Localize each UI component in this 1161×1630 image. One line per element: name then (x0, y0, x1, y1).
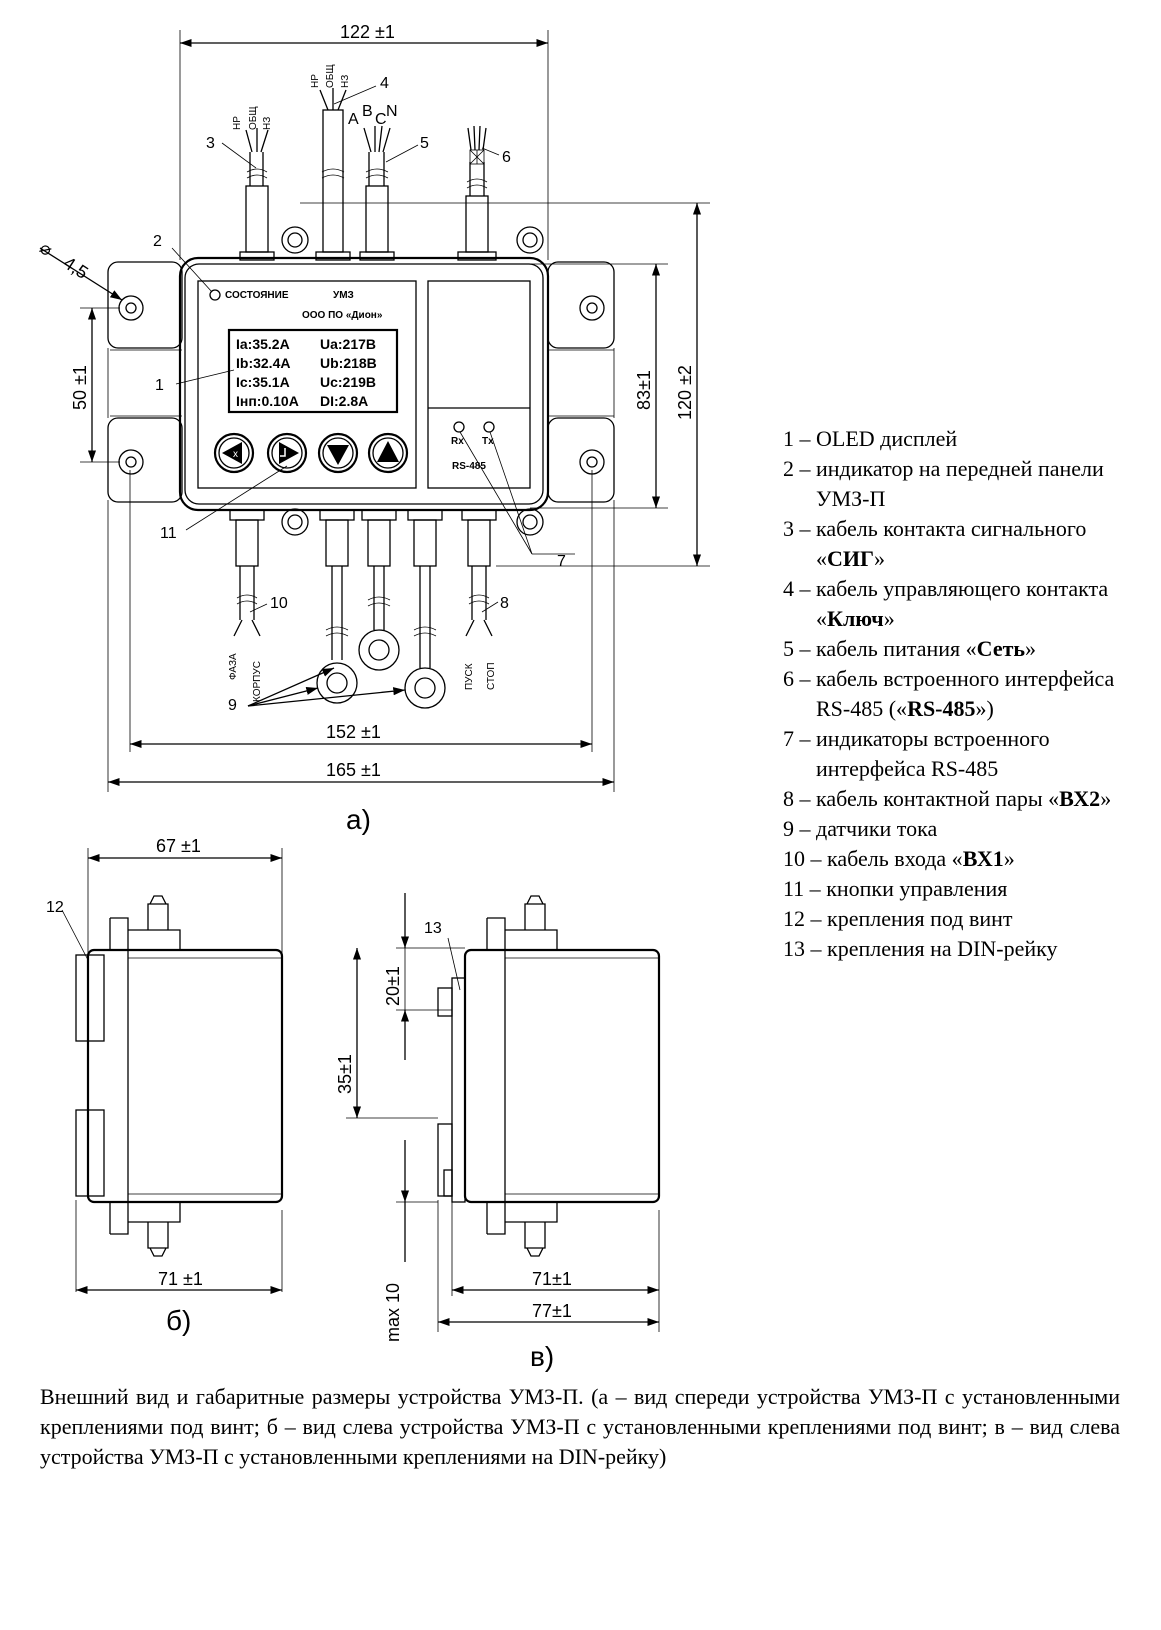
enter-button-icon (266, 432, 308, 474)
dim-din-35: 35±1 (335, 1054, 355, 1094)
wire-bx2-stop: СТОП (486, 662, 497, 690)
wire-power-b: B (362, 103, 373, 120)
callout-6: 6 (502, 149, 511, 166)
wire-sig-obsh: ОБЩ (248, 106, 259, 130)
cancel-button-icon: x (213, 432, 255, 474)
side-view-screw: 67 ±1 71 ±1 12 б) (46, 836, 284, 1336)
cable-10 (229, 509, 265, 637)
legend-item: 4 – кабель управляющего контакта «Ключ» (783, 576, 1109, 631)
display-line-4-right: DI:2.8A (320, 393, 368, 409)
display-line-1-left: Ia:35.2A (236, 336, 290, 352)
callout-13: 13 (424, 920, 442, 937)
wire-key-nz: НЗ (340, 75, 351, 88)
svg-text:x: x (233, 449, 238, 460)
cable-6 (457, 125, 497, 261)
cable-8 (461, 509, 497, 637)
down-button-icon (317, 432, 359, 474)
current-sensor (316, 662, 358, 704)
dim-depth-71-c: 71±1 (532, 1269, 572, 1289)
dim-din-max10: max 10 (383, 1283, 403, 1342)
legend-item: 3 – кабель контакта сигнального «СИГ» (783, 516, 1087, 571)
display-line-3-right: Uc:219B (320, 374, 376, 390)
legend-item: 7 – индикаторы встроенного интерфейса RS… (783, 726, 1050, 781)
status-led-icon (209, 289, 221, 301)
device-name: УМЗ (333, 290, 354, 301)
callout-4: 4 (380, 75, 389, 92)
current-sensor (358, 629, 400, 671)
view-label-c: в) (530, 1341, 554, 1372)
cable-sensor-3 (407, 509, 443, 668)
view-label-b: б) (166, 1305, 191, 1336)
dim-depth-77: 77±1 (532, 1301, 572, 1321)
tx-led-icon (483, 421, 495, 433)
callout-9: 9 (228, 697, 237, 714)
legend: 1 – OLED дисплей 2 – индикатор на передн… (783, 424, 1143, 964)
dim-din-20: 20±1 (383, 966, 403, 1006)
callout-7: 7 (557, 553, 566, 570)
rx-label: Rx (451, 436, 464, 447)
legend-item: 8 – кабель контактной пары «ВХ2» (783, 786, 1112, 811)
status-label: СОСТОЯНИЕ (225, 290, 289, 301)
legend-item: 13 – крепления на DIN-рейку (783, 936, 1058, 961)
legend-item: 5 – кабель питания «Сеть» (783, 636, 1037, 661)
callout-12: 12 (46, 899, 64, 916)
wire-key-nr: НР (310, 74, 321, 88)
mount-hole (118, 449, 144, 475)
wire-power-n: N (386, 103, 398, 120)
callout-3: 3 (206, 135, 215, 152)
wire-bx1-korpus: КОРПУС (252, 661, 263, 702)
legend-item: 9 – датчики тока (783, 816, 938, 841)
display-line-3-left: Ic:35.1A (236, 374, 290, 390)
up-button-icon (367, 432, 409, 474)
wire-power-a: A (348, 111, 359, 128)
tx-label: Tx (482, 436, 494, 447)
rs485-label: RS-485 (452, 461, 486, 472)
callout-8: 8 (500, 595, 509, 612)
figure-caption: Внешний вид и габаритные размеры устройс… (40, 1384, 1120, 1469)
display-line-1-right: Ua:217B (320, 336, 376, 352)
cable-4 (315, 88, 351, 261)
dim-width-152: 152 ±1 (326, 722, 381, 742)
dim-width-top: 122 ±1 (340, 22, 395, 42)
dim-depth-67: 67 ±1 (156, 836, 201, 856)
current-sensor (404, 667, 446, 709)
wire-power-c: C (375, 111, 387, 128)
wire-bx1-faza: ФАЗА (228, 653, 239, 680)
display-line-2-right: Ub:218B (320, 355, 377, 371)
mount-hole (118, 295, 144, 321)
callout-11: 11 (160, 525, 177, 542)
callout-10: 10 (270, 595, 288, 612)
display-line-4-left: Iнп:0.10A (236, 393, 299, 409)
side-view-din: 20±1 35±1 max 10 71±1 77±1 13 в) (335, 893, 661, 1372)
dim-depth-71-b: 71 ±1 (158, 1269, 203, 1289)
cable-sensor-2 (361, 509, 397, 630)
callout-2: 2 (153, 233, 162, 250)
wire-bx2-pusk: ПУСК (464, 663, 475, 690)
dim-mount-spacing: 50 ±1 (70, 365, 90, 410)
rx-led-icon (453, 421, 465, 433)
callout-1: 1 (155, 377, 164, 394)
cable-sensor-1 (319, 509, 355, 660)
dim-height-outer: 120 ±2 (675, 365, 695, 420)
front-view: 122 ±1 СОСТОЯНИЕ УМЗ ООО ПО «Дион» (36, 22, 710, 835)
maker-name: ООО ПО «Дион» (302, 310, 383, 321)
callout-5: 5 (420, 135, 429, 152)
display-line-2-left: Ib:32.4A (236, 355, 290, 371)
cable-3 (239, 128, 275, 261)
mount-hole (579, 295, 605, 321)
wire-sig-nr: НР (232, 116, 243, 130)
dim-width-165: 165 ±1 (326, 760, 381, 780)
wire-sig-nz: НЗ (262, 117, 273, 130)
legend-item: 10 – кабель входа «ВХ1» (783, 846, 1015, 871)
legend-item: 1 – OLED дисплей (783, 426, 958, 451)
cable-5 (359, 125, 395, 261)
legend-item: 6 – кабель встроенного интерфейса RS-485… (783, 666, 1115, 721)
dim-height-inner: 83±1 (634, 370, 654, 410)
view-label-a: а) (346, 804, 371, 835)
legend-item: 12 – крепления под винт (783, 906, 1013, 931)
legend-item: 2 – индикатор на передней панели УМЗ-П (783, 456, 1104, 511)
legend-item: 11 – кнопки управления (783, 876, 1008, 901)
wire-key-obsh: ОБЩ (325, 64, 336, 88)
